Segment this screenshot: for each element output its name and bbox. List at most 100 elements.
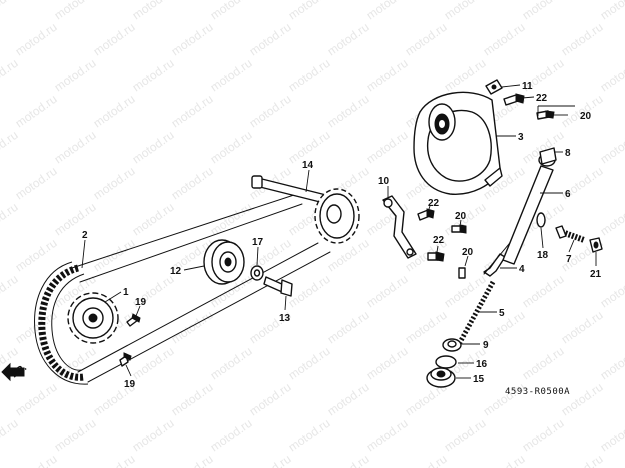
- watermark-text: motod.ru: [52, 0, 99, 22]
- seal-ring: [536, 212, 546, 228]
- callout-1: 1: [123, 287, 129, 298]
- drive-sprocket: [67, 292, 119, 344]
- callout-17: 17: [252, 237, 264, 248]
- bolt: [417, 208, 435, 221]
- watermark-text: motod.ru: [208, 344, 255, 383]
- screw: [119, 352, 132, 367]
- callout-8: 8: [565, 148, 571, 159]
- watermark-text: motod.ru: [0, 272, 21, 311]
- watermark-text: motod.ru: [598, 416, 625, 455]
- callout-7: 7: [566, 254, 572, 265]
- watermark-text: motod.ru: [0, 128, 21, 167]
- watermark-text: motod.ru: [598, 0, 625, 22]
- callout-12: 12: [170, 266, 182, 277]
- watermark-text: motod.ru: [13, 236, 60, 275]
- watermark-text: motod.ru: [130, 56, 177, 95]
- watermark-text: motod.ru: [520, 272, 567, 311]
- watermark-text: motod.ru: [520, 344, 567, 383]
- watermark-text: motod.ru: [52, 416, 99, 455]
- drawing-code: 4593-R0500A: [505, 387, 570, 397]
- watermark-text: motod.ru: [481, 20, 528, 59]
- callout-15: 15: [473, 374, 485, 385]
- washer: [250, 265, 264, 281]
- watermark-text: motod.ru: [286, 272, 333, 311]
- watermark-text: motod.ru: [208, 0, 255, 22]
- lock-nut: [589, 237, 603, 253]
- watermark-text: motod.ru: [520, 0, 567, 22]
- watermark-text: motod.ru: [364, 272, 411, 311]
- watermark-text: motod.ru: [52, 56, 99, 95]
- tensioner-arm: [382, 195, 417, 259]
- callout-10: 10: [378, 176, 390, 187]
- chain-guard: [413, 91, 503, 195]
- watermark-text: motod.ru: [247, 20, 294, 59]
- watermark-text: motod.ru: [130, 344, 177, 383]
- watermark-text: motod.ru: [13, 92, 60, 131]
- rubber-mount: [426, 367, 456, 388]
- spring-5: [455, 280, 496, 348]
- spacer: [435, 355, 457, 369]
- watermark-text: motod.ru: [442, 0, 489, 22]
- watermark-text: motod.ru: [559, 308, 606, 347]
- watermark-text: motod.ru: [52, 200, 99, 239]
- watermark-text: motod.ru: [208, 416, 255, 455]
- watermark-text: motod.ru: [52, 128, 99, 167]
- callout-5: 5: [499, 308, 505, 319]
- callout-3: 3: [518, 132, 524, 143]
- watermark-text: motod.ru: [91, 92, 138, 131]
- callout-numbers: 1 2 3 4 5 6 7 8 9 10 11 12 13 14 15 16 1…: [82, 81, 602, 390]
- watermark-text: motod.ru: [364, 344, 411, 383]
- watermark-text: motod.ru: [91, 236, 138, 275]
- callout-22b: 22: [428, 198, 440, 209]
- watermark-text: motod.ru: [247, 380, 294, 419]
- watermark-text: motod.ru: [598, 272, 625, 311]
- collar: [442, 338, 462, 352]
- driven-sprocket: [314, 188, 360, 244]
- watermark-text: motod.ru: [559, 380, 606, 419]
- watermark-text: motod.ru: [559, 452, 606, 468]
- watermark-text: motod.ru: [169, 20, 216, 59]
- callout-13: 13: [279, 313, 291, 324]
- watermark-text: motod.ru: [325, 20, 372, 59]
- watermark-text: motod.ru: [130, 416, 177, 455]
- watermark-text: motod.ru: [13, 164, 60, 203]
- watermark-text: motod.ru: [247, 452, 294, 468]
- watermark-text: motod.ru: [169, 164, 216, 203]
- watermark-text: motod.ru: [325, 380, 372, 419]
- adjuster-tube: [502, 147, 557, 265]
- callout-2: 2: [82, 230, 88, 241]
- watermark-text: motod.ru: [13, 380, 60, 419]
- watermark-text: motod.ru: [598, 128, 625, 167]
- nut: [485, 79, 503, 95]
- watermark-text: motod.ru: [364, 0, 411, 22]
- callout-6: 6: [565, 189, 571, 200]
- direction-label: FR.: [9, 362, 29, 380]
- callout-20c: 20: [462, 247, 474, 258]
- watermark-text: motod.ru: [286, 344, 333, 383]
- watermark-text: motod.ru: [364, 416, 411, 455]
- watermark-text: motod.ru: [364, 56, 411, 95]
- callout-4: 4: [519, 264, 525, 275]
- watermark-text: motod.ru: [208, 200, 255, 239]
- callout-22c: 22: [433, 235, 445, 246]
- screw: [126, 313, 141, 327]
- callout-9: 9: [483, 340, 489, 351]
- callout-18: 18: [537, 250, 549, 261]
- watermark-text: motod.ru: [130, 128, 177, 167]
- callout-20a: 20: [455, 211, 467, 222]
- watermark-text: motod.ru: [286, 56, 333, 95]
- watermark-text: motod.ru: [208, 128, 255, 167]
- leader-lines: [81, 84, 597, 379]
- callout-11: 11: [522, 81, 533, 92]
- callout-20b: 20: [580, 111, 592, 122]
- bolt: [458, 267, 466, 279]
- watermark-text: motod.ru: [598, 56, 625, 95]
- watermark-text: motod.ru: [598, 344, 625, 383]
- watermark-text: motod.ru: [91, 164, 138, 203]
- watermark-text: motod.ru: [442, 56, 489, 95]
- watermark-text: motod.ru: [442, 416, 489, 455]
- watermark-text: motod.ru: [247, 92, 294, 131]
- watermark-text: motod.ru: [520, 416, 567, 455]
